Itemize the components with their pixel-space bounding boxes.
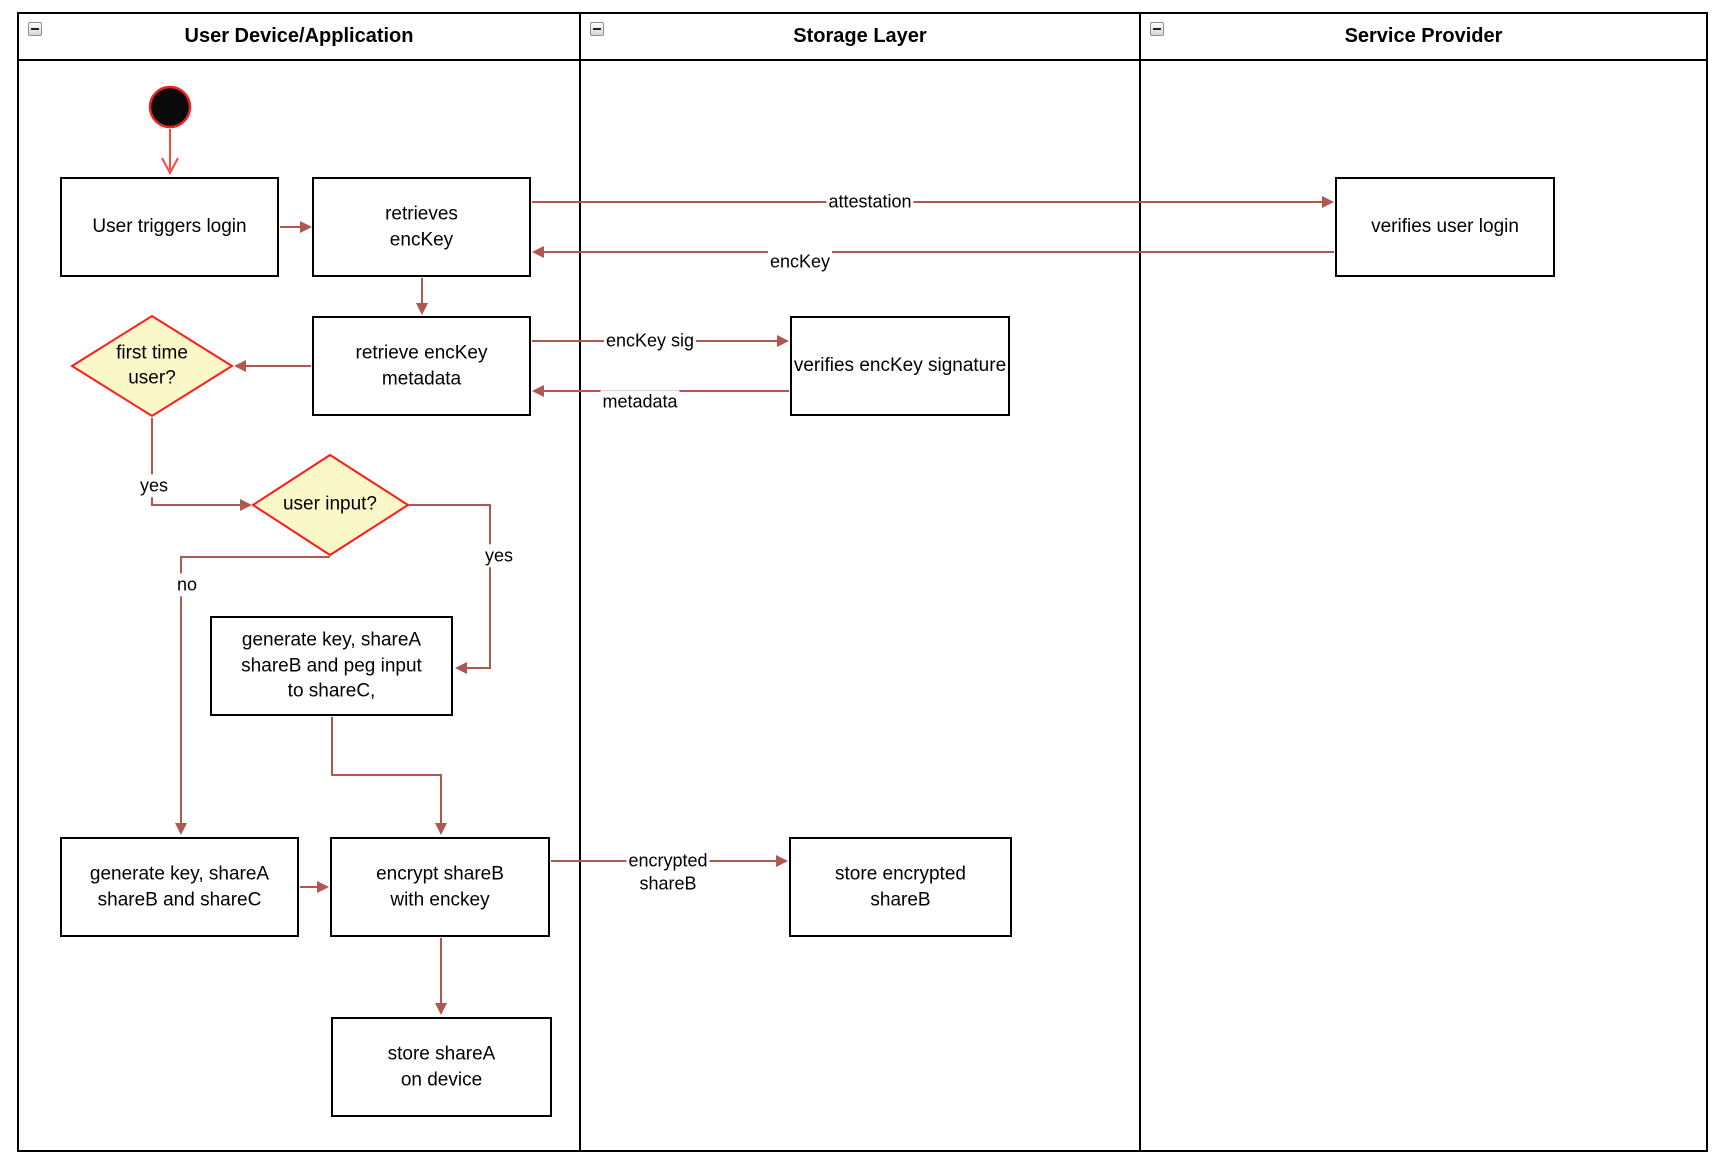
edge-attestation[interactable] <box>532 196 1334 208</box>
node-label: verifies user login <box>1371 216 1519 238</box>
edge-login-to-retrieves[interactable] <box>280 221 312 233</box>
node-retrieves-enckey[interactable]: retrieves encKey <box>312 177 531 277</box>
lane-title-storage-layer: Storage Layer <box>580 13 1140 60</box>
decision-first-time-user[interactable] <box>70 314 234 418</box>
edge-yes-to-userinput[interactable] <box>151 418 252 511</box>
edge-no-to-generate-sharec[interactable] <box>175 556 330 835</box>
node-encrypt-shareb[interactable]: encrypt shareB with enckey <box>330 837 550 937</box>
edge-yes-to-generate-peg[interactable] <box>409 504 491 674</box>
edge-encrypt-to-store-sharea[interactable] <box>435 938 447 1015</box>
edge-label-yes-user-input: yes <box>482 544 516 568</box>
edge-start-to-login[interactable] <box>161 129 179 176</box>
edge-label-encrypted-shareb: encrypted shareB <box>626 849 710 897</box>
node-label: encrypt shareB with enckey <box>376 863 504 910</box>
lane-title-service-provider: Service Provider <box>1140 13 1707 60</box>
node-label: verifies encKey signature <box>793 355 1007 377</box>
node-label: retrieves encKey <box>385 203 458 250</box>
edge-label-attestation: attestation <box>826 190 914 214</box>
node-generate-key-sharec[interactable]: generate key, shareA shareB and shareC <box>60 837 299 937</box>
lane-title-user-device: User Device/Application <box>18 13 580 60</box>
start-node[interactable] <box>148 85 192 129</box>
edge-label-enckey-sig: encKey sig <box>603 329 697 353</box>
node-label: store encrypted shareB <box>835 863 966 910</box>
node-verifies-enckey-signature[interactable]: verifies encKey signature <box>790 316 1010 416</box>
minus-glyph <box>1153 28 1161 30</box>
node-retrieve-enckey-metadata[interactable]: retrieve encKey metadata <box>312 316 531 416</box>
edge-enckey-return[interactable] <box>532 246 1334 258</box>
edge-label-yes-first-time: yes <box>137 474 171 498</box>
edge-generatesharec-to-encrypt[interactable] <box>300 881 329 893</box>
edge-metadata-to-firsttime[interactable] <box>234 360 311 372</box>
collapse-icon[interactable] <box>1150 22 1164 36</box>
decision-user-input[interactable] <box>251 453 410 557</box>
node-verifies-user-login[interactable]: verifies user login <box>1335 177 1555 277</box>
node-store-sharea-on-device[interactable]: store shareA on device <box>331 1017 552 1117</box>
node-label: generate key, shareA shareB and shareC <box>89 863 270 910</box>
node-label: retrieve encKey metadata <box>355 342 488 389</box>
node-label: store shareA on device <box>387 1043 496 1090</box>
decision-label-first-time-user: first time user? <box>116 342 188 388</box>
edge-retrieves-to-metadata[interactable] <box>416 278 428 315</box>
pool-border <box>17 12 1708 1152</box>
lane-title-text: Service Provider <box>1344 25 1503 47</box>
decision-label-user-input: user input? <box>282 493 378 515</box>
edge-label-enckey: encKey <box>767 250 833 274</box>
edge-label-no-user-input: no <box>174 573 200 597</box>
lane-title-text: Storage Layer <box>793 25 927 47</box>
node-label: generate key, shareA shareB and peg inpu… <box>241 629 422 702</box>
lane-title-text: User Device/Application <box>184 25 414 47</box>
node-generate-key-peg-input[interactable]: generate key, shareA shareB and peg inpu… <box>210 616 453 716</box>
edge-generatepeg-to-encrypt[interactable] <box>331 717 447 835</box>
minus-glyph <box>31 28 39 30</box>
node-label: User triggers login <box>92 216 247 238</box>
collapse-icon[interactable] <box>590 22 604 36</box>
edge-label-metadata: metadata <box>600 390 680 414</box>
node-store-encrypted-shareb[interactable]: store encrypted shareB <box>789 837 1012 937</box>
collapse-icon[interactable] <box>28 22 42 36</box>
node-user-triggers-login[interactable]: User triggers login <box>60 177 279 277</box>
minus-glyph <box>593 28 601 30</box>
